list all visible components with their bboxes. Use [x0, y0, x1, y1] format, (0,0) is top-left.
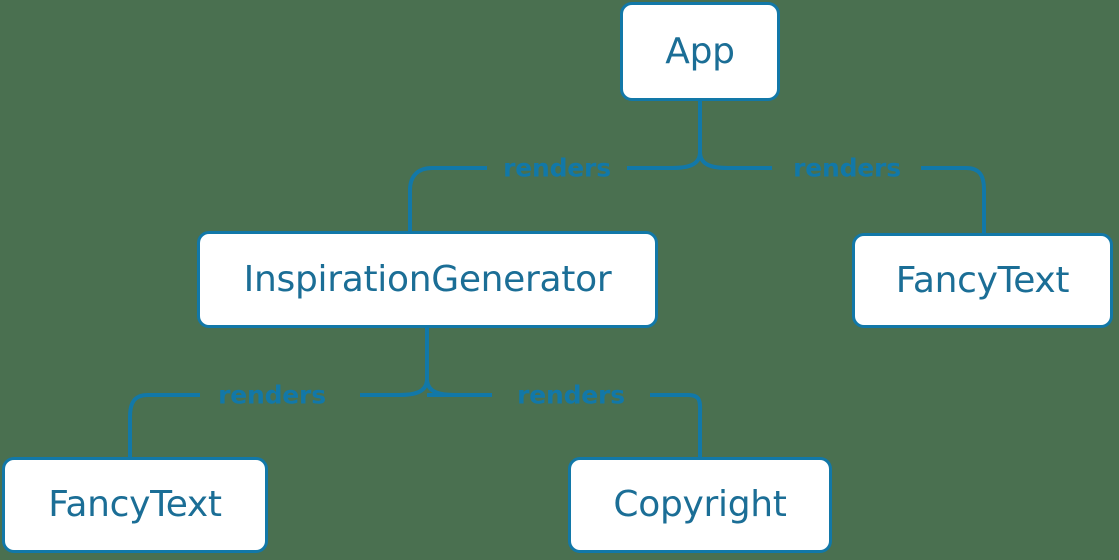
edge-inspgen-to-fancytext-bottom-tail: [128, 393, 200, 457]
edge-label-inspiration-generator-to-copyright: renders: [517, 380, 625, 410]
node-app[interactable]: App: [620, 2, 780, 101]
edge-inspgen-to-copyright-curve: [425, 378, 492, 397]
edge-inspgen-to-copyright-tail: [650, 393, 703, 457]
node-app-label: App: [665, 30, 735, 72]
node-fancytext-bottom[interactable]: FancyText: [2, 457, 268, 553]
edge-label-inspiration-generator-to-fancytext-bottom: renders: [218, 380, 326, 410]
node-fancytext-bottom-label: FancyText: [48, 484, 222, 525]
node-inspiration-generator-label: InspirationGenerator: [243, 258, 612, 300]
edge-app-to-inspgen-tail: [408, 166, 487, 231]
edge-app-to-inspgen: [627, 151, 702, 170]
node-fancytext-right-label: FancyText: [895, 259, 1070, 301]
edge-app-to-fancytext-right-tail: [921, 166, 986, 233]
node-inspiration-generator[interactable]: InspirationGenerator: [197, 231, 658, 328]
node-copyright-label: Copyright: [613, 484, 787, 525]
edge-app-to-fancytext-right: [698, 151, 772, 170]
node-fancytext-right[interactable]: FancyText: [852, 233, 1113, 328]
edge-inspgen-to-fancytext-bottom: [360, 378, 429, 397]
node-copyright[interactable]: Copyright: [568, 457, 832, 553]
edge-label-app-to-fancytext-right: renders: [793, 153, 901, 183]
edge-label-app-to-inspiration-generator: renders: [503, 153, 611, 183]
